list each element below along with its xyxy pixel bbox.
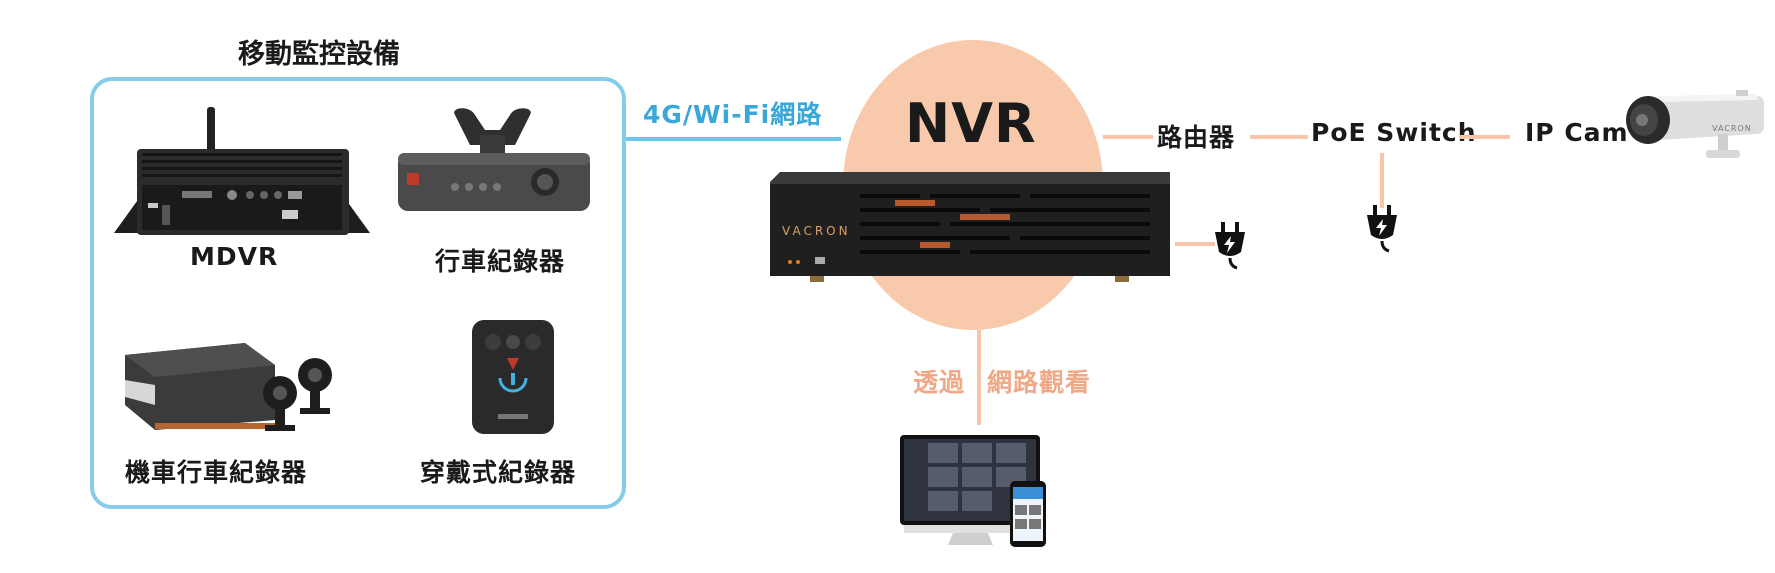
- dashcam-device-icon: [398, 108, 590, 211]
- group-title: 移動監控設備: [238, 39, 400, 70]
- power-plug-icon: [1367, 205, 1397, 253]
- remote-view-label-1: 透過: [913, 368, 966, 397]
- nvr-router-line: [1103, 135, 1153, 139]
- switch-ipcam-line: [1460, 135, 1510, 139]
- remote-view-line: [977, 330, 981, 425]
- mdvr-device-icon: [114, 107, 370, 235]
- mobile-devices-group: [90, 77, 626, 509]
- poe-switch-label: PoE Switch: [1311, 118, 1477, 147]
- body-camera-icon: [472, 320, 554, 434]
- nvr-brand-label: VACRON: [782, 224, 851, 238]
- device-label-dashcam: 行車紀錄器: [435, 247, 566, 276]
- device-label-body-camera: 穿戴式紀錄器: [420, 458, 577, 487]
- power-plug-icon: [1215, 222, 1245, 270]
- remote-view-label-2: 網路觀看: [987, 368, 1092, 397]
- ip-cam-label: IP Cam: [1525, 118, 1629, 147]
- monitor-phone-icon: [900, 435, 1046, 547]
- ip-camera-icon: [1626, 90, 1764, 158]
- device-label-motorcycle-dvr: 機車行車紀錄器: [125, 458, 308, 487]
- nvr-power-line: [1175, 242, 1215, 246]
- router-switch-line: [1250, 135, 1308, 139]
- motorcycle-dvr-icon: [125, 343, 332, 431]
- nvr-device-icon: [770, 172, 1170, 282]
- wireless-link-label: 4G/Wi-Fi網路: [643, 100, 823, 129]
- nvr-title: NVR: [905, 92, 1037, 155]
- router-label: 路由器: [1157, 123, 1236, 152]
- device-label-mdvr: MDVR: [190, 242, 279, 271]
- wireless-link-line: [626, 137, 841, 141]
- switch-power-line: [1380, 153, 1384, 208]
- ip-cam-brand-label: VACRON: [1712, 124, 1752, 133]
